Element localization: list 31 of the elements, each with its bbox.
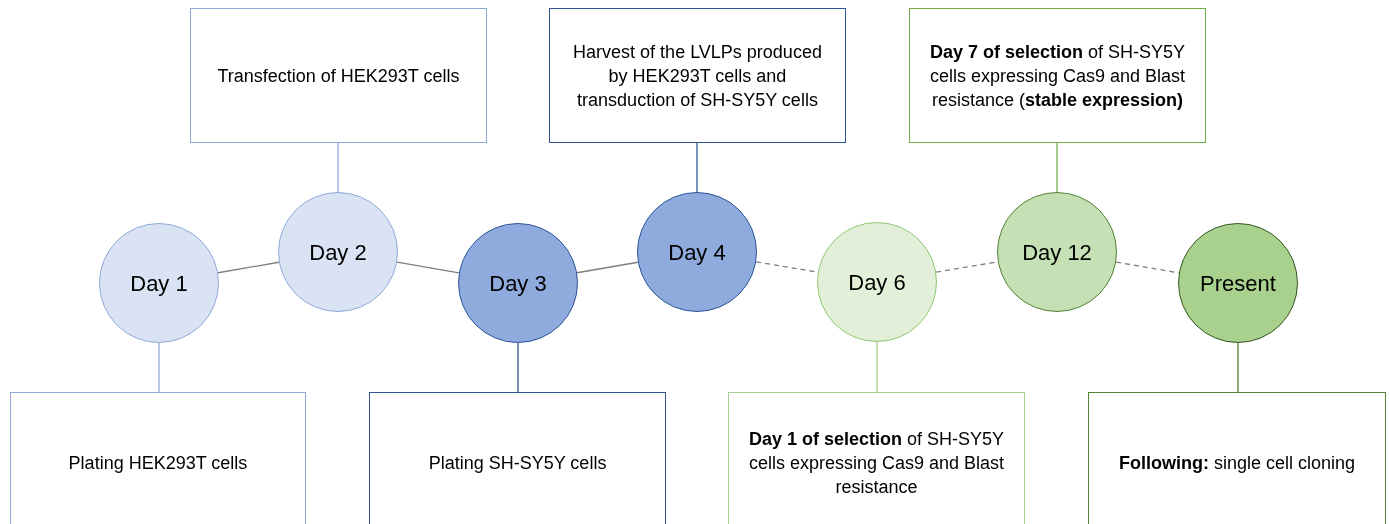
day-label: Day 2 <box>309 238 367 267</box>
connector-line <box>517 342 519 393</box>
connector-line <box>576 261 639 274</box>
step-description: Day 1 of selection of SH-SY5Y cells expressing Cas9 and Blast resistance <box>747 427 1006 499</box>
day-label: Day 1 <box>130 269 188 298</box>
day-label: Day 6 <box>848 268 906 297</box>
step-description: Transfection of HEK293T cells <box>217 64 460 88</box>
connector-line <box>396 261 460 274</box>
day-label: Day 3 <box>489 269 547 298</box>
description-box <box>10 392 306 524</box>
connector-line <box>696 142 698 193</box>
description-box <box>190 8 487 143</box>
description-box <box>909 8 1206 143</box>
connector-line <box>876 341 878 393</box>
connector-line <box>1056 142 1058 193</box>
description-box <box>728 392 1025 524</box>
description-box <box>549 8 846 143</box>
day-label: Day 4 <box>668 238 726 267</box>
connector-line <box>158 342 160 393</box>
connector-line <box>337 142 339 193</box>
day-label: Day 12 <box>1022 238 1092 267</box>
day-label: Present <box>1200 269 1276 298</box>
step-description: Following: single cell cloning <box>1118 451 1356 475</box>
step-description: Plating HEK293T cells <box>68 451 248 475</box>
step-description: Plating SH-SY5Y cells <box>428 451 607 475</box>
description-box <box>369 392 666 524</box>
connector-line <box>1237 342 1239 393</box>
connector-line <box>217 261 280 274</box>
description-box <box>1088 392 1386 524</box>
step-description: Day 7 of selection of SH-SY5Y cells expressing Cas9 and Blast resistance (stable expression) <box>928 40 1187 112</box>
step-description: Harvest of the LVLPs produced by HEK293T cells and transduction of SH-SY5Y cells <box>572 40 823 112</box>
